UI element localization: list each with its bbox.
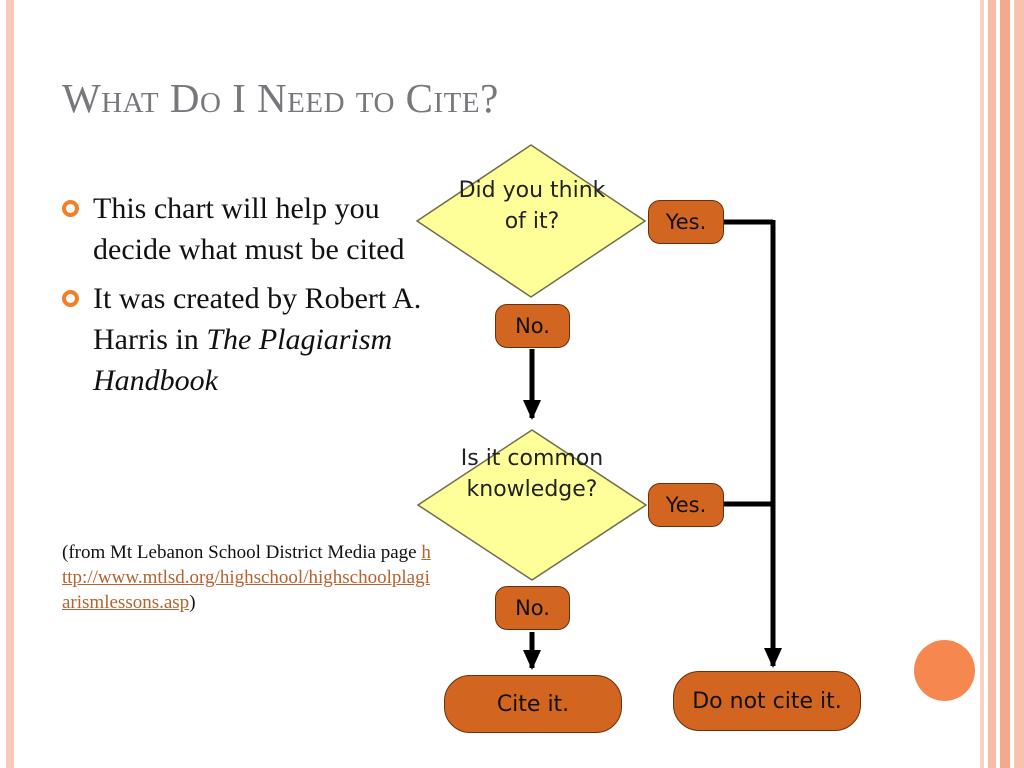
q1-yes-label: Yes. xyxy=(648,200,724,244)
slide-title: What Do I Need to Cite? xyxy=(62,75,499,121)
q2-yes-label: Yes. xyxy=(648,483,724,527)
source-citation: (from Mt Lebanon School District Media p… xyxy=(62,540,432,615)
outcome-cite-it: Cite it. xyxy=(444,675,622,733)
left-border-decoration xyxy=(6,0,14,768)
bullet-item: This chart will help you decide what mus… xyxy=(62,188,422,270)
q2-no-label: No. xyxy=(495,586,570,630)
right-stripe-decoration xyxy=(1000,0,1010,768)
bullet-ring-icon xyxy=(62,290,79,307)
book-title: The Plagiarism Handbook xyxy=(93,323,393,397)
right-stripe-decoration xyxy=(1014,0,1024,768)
right-stripe-decoration xyxy=(980,0,984,768)
decorative-circle xyxy=(914,640,975,701)
bullet-item: It was created by Robert A. Harris in Th… xyxy=(62,278,422,401)
bullet-list: This chart will help you decide what mus… xyxy=(62,188,422,409)
source-prefix: (from Mt Lebanon School District Media p… xyxy=(62,542,422,563)
bullet-text: It was created by Robert A. Harris in xyxy=(93,282,422,356)
source-suffix: ) xyxy=(189,592,196,613)
question-1-diamond xyxy=(415,144,647,298)
question-2-text: Is it common knowledge? xyxy=(460,446,604,502)
question-2-diamond xyxy=(416,429,648,581)
bullet-text: This chart will help you decide what mus… xyxy=(93,192,405,266)
outcome-do-not-cite-it: Do not cite it. xyxy=(673,671,861,731)
question-1-text: Did you think of it? xyxy=(458,178,606,234)
bullet-ring-icon xyxy=(62,200,79,217)
q1-no-label: No. xyxy=(495,304,570,348)
right-stripe-decoration xyxy=(988,0,996,768)
source-link[interactable]: http://www.mtlsd.org/highschool/highscho… xyxy=(62,542,431,613)
